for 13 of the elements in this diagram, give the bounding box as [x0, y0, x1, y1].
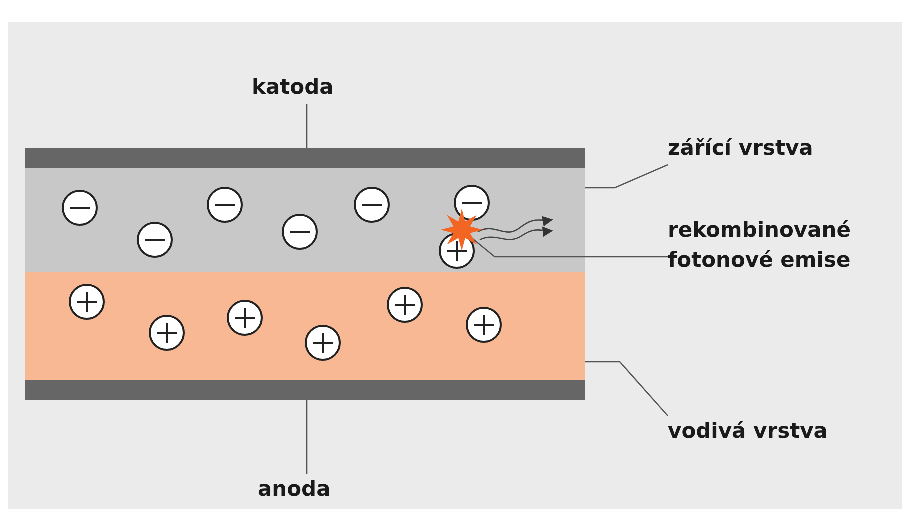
anode-layer [25, 380, 585, 400]
callout-label: vodivá vrstva [668, 416, 888, 448]
leader-line [306, 104, 308, 148]
recombination-star [440, 208, 484, 252]
leader-line [306, 400, 308, 474]
leader-line [585, 164, 668, 189]
leader-line [585, 361, 668, 416]
cathode-layer [25, 148, 585, 168]
callout-label: anoda [258, 474, 358, 506]
callout-label: zářící vrstva [668, 133, 888, 165]
conductive-layer [25, 272, 585, 380]
callout-label: rekombinované fotonové emise [668, 215, 908, 279]
callout-label: katoda [252, 72, 362, 104]
